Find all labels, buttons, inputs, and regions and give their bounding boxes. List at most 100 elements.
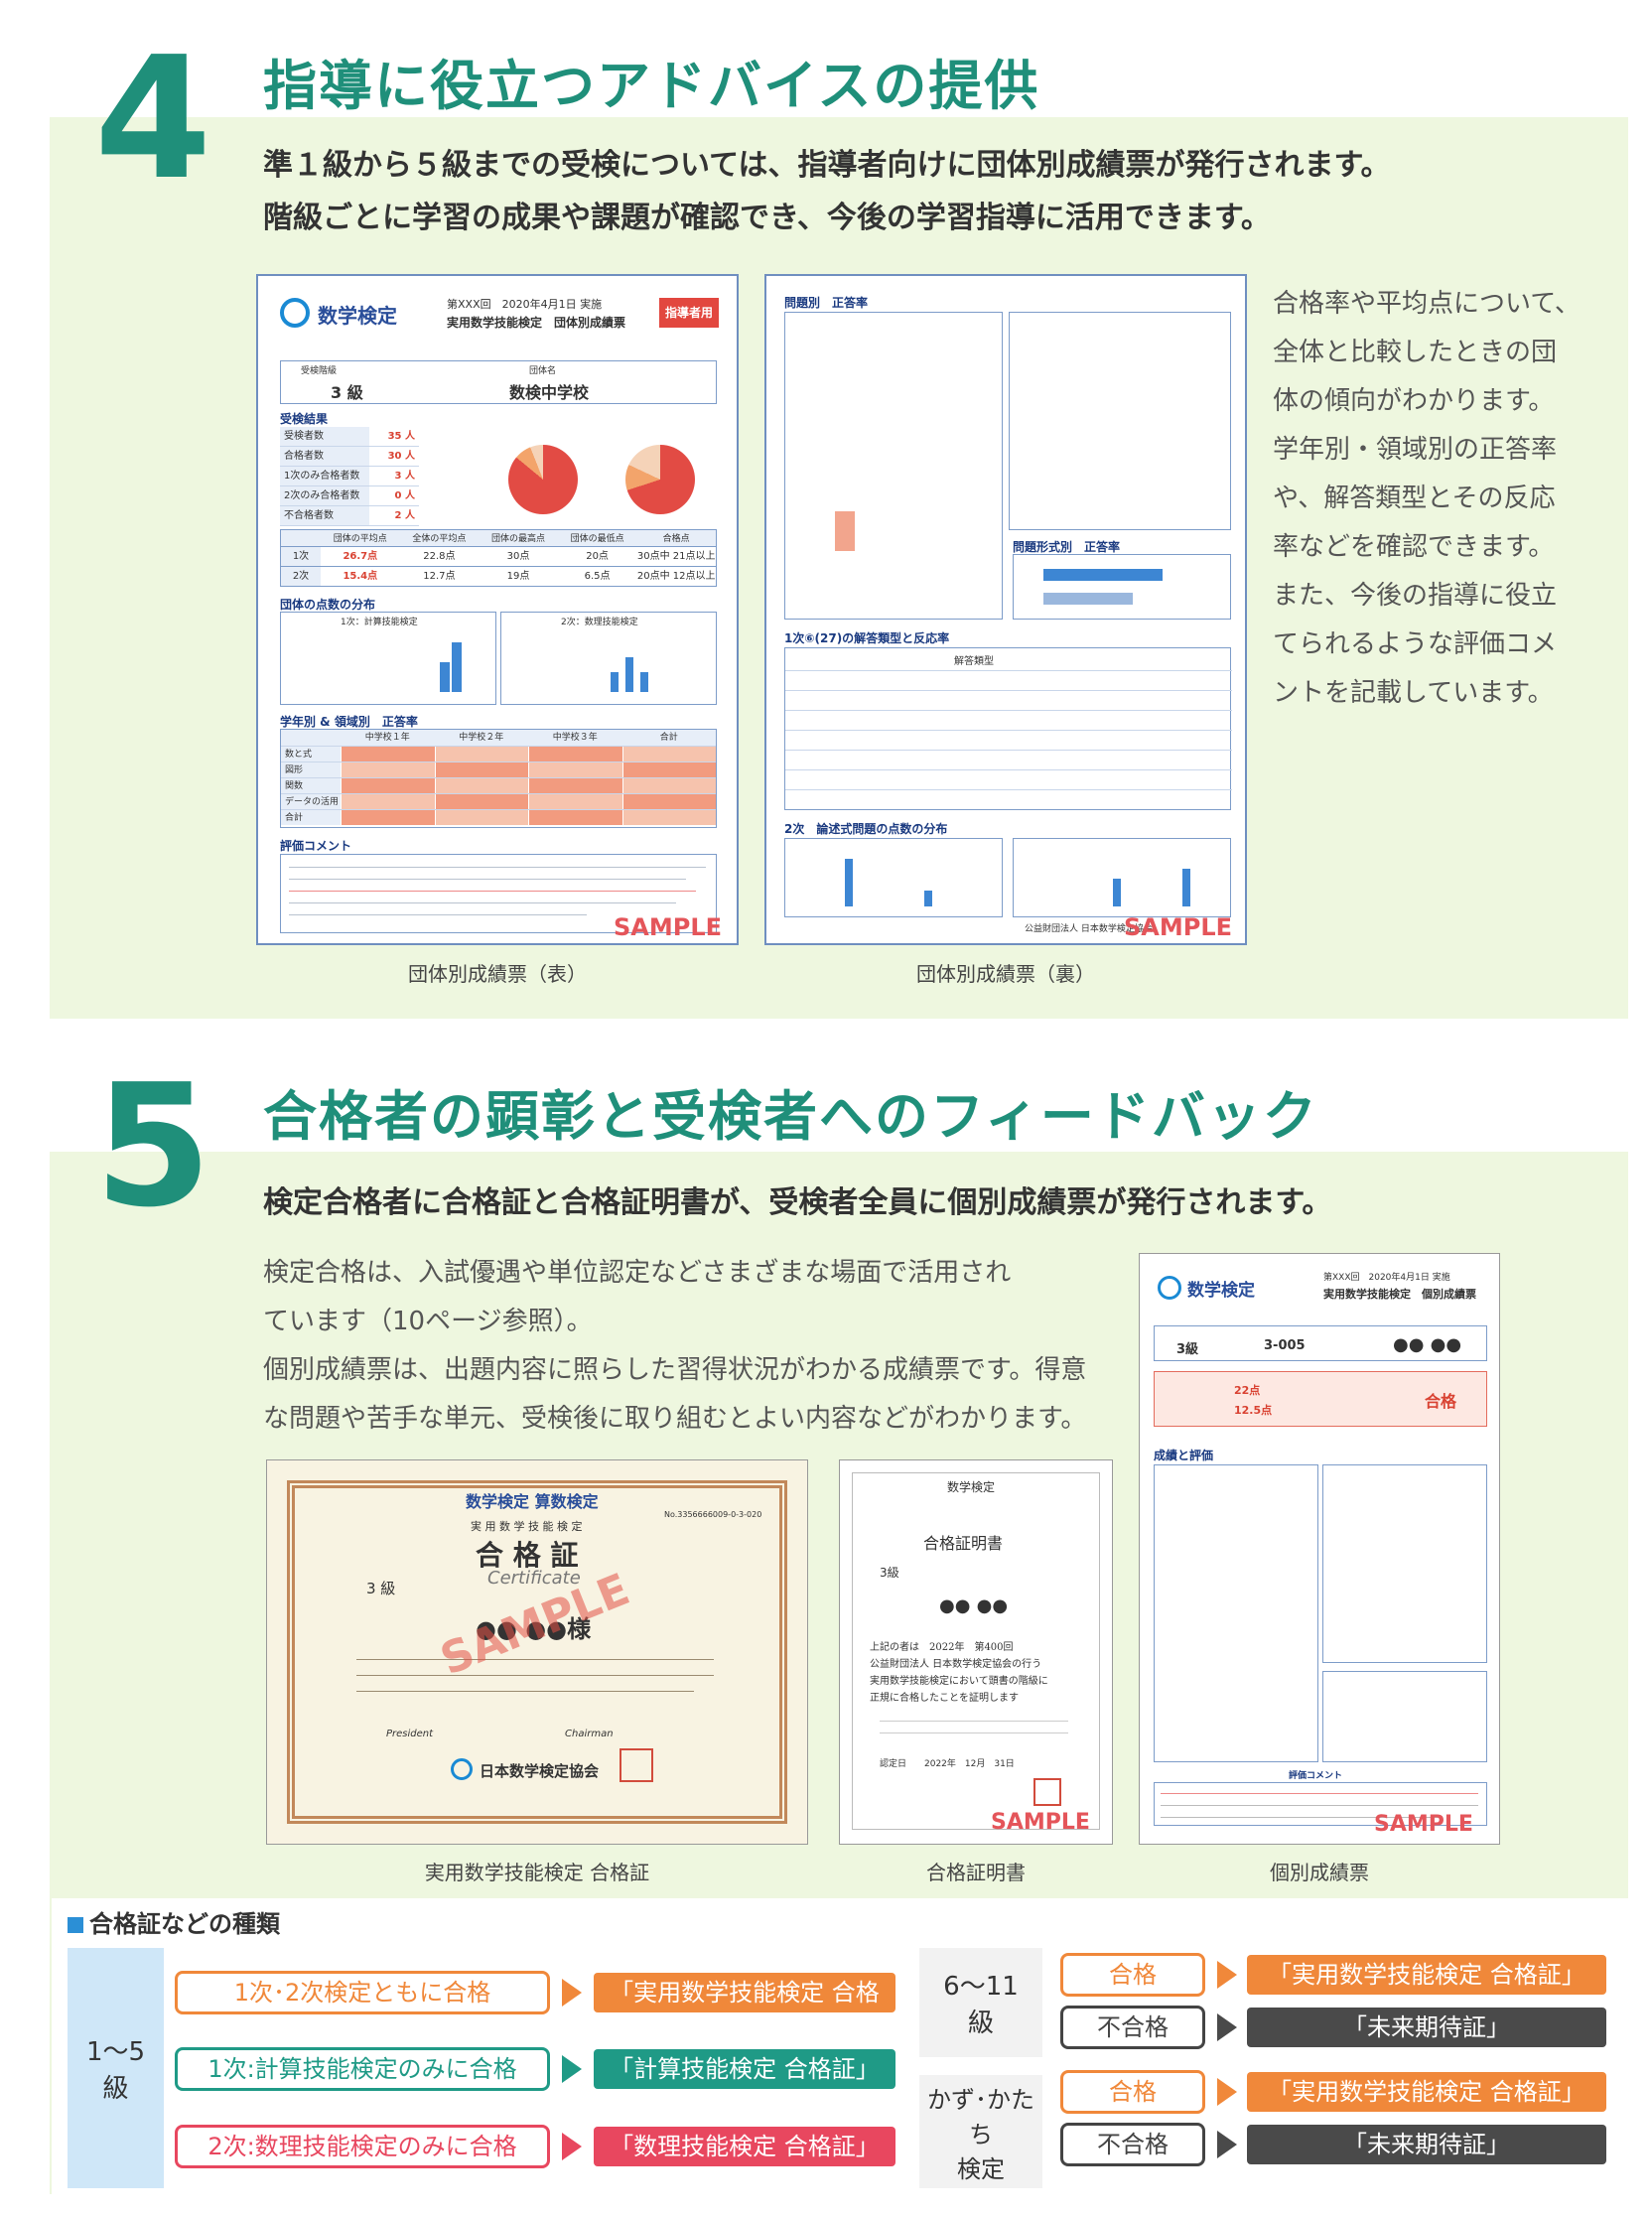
sample-mark-individual: SAMPLE (1374, 1812, 1473, 1837)
arrow-right-icon (1217, 2131, 1237, 2158)
certificate-number: No.3356666009-0-3-020 (664, 1510, 762, 1519)
grade-col-header: 中学校３年 (552, 733, 598, 743)
answer-row-line (785, 710, 1232, 711)
proof-seal-icon (1033, 1778, 1061, 1806)
certificate-grade: 3 級 (366, 1580, 396, 1597)
grade-row: 図形 (281, 762, 716, 777)
grade-col-header: 中学校２年 (459, 733, 504, 743)
grade-col-header: 中学校１年 (364, 733, 410, 743)
section4-title: 指導に役立つアドバイスの提供 (263, 55, 1040, 117)
comment-box (280, 854, 717, 933)
group-report-front: 数学検定 第XXX回 2020年4月1日 実施 実用数学技能検定 団体別成績票 … (256, 274, 739, 945)
proof-text: 上記の者は 2022年 第400回公益財団法人 日本数学検定協会の行う実用数学技… (870, 1639, 1088, 1707)
score-header: 全体の平均点 (412, 534, 467, 544)
result-label: 受検者数 (280, 427, 369, 446)
grade-cell (341, 762, 435, 777)
proof-border (852, 1472, 1100, 1830)
caption-individual: 個別成績票 (1270, 1861, 1369, 1884)
grade-cell (621, 747, 716, 762)
certificate-header: 数学検定 算数検定 (466, 1492, 599, 1511)
answer-row-line (785, 730, 1232, 731)
individual-report-image: 数学検定 第XXX回 2020年4月1日 実施 実用数学技能検定 個別成績票 3… (1139, 1253, 1500, 1845)
dist1-bar-b (452, 642, 462, 692)
caption-certificate: 実用数学技能検定 合格証 (424, 1861, 650, 1884)
arrow-right-icon (1217, 1961, 1237, 1989)
side-text-line: や、解答類型とその反応 (1273, 484, 1556, 513)
score-header: 合格点 (662, 534, 690, 544)
dist2-bar-a (611, 672, 619, 692)
logo-text: 数学検定 (318, 304, 397, 328)
dist2-bar-c (640, 672, 648, 692)
grade-cell (434, 747, 528, 762)
grade-cell (528, 762, 622, 777)
dist2-bar-b (625, 657, 633, 692)
results-heading: 受検結果 (280, 412, 329, 426)
grade-cell (528, 810, 622, 825)
side-text-line: 学年別・領域別の正答率 (1273, 435, 1558, 465)
essay-dist-heading: 2次 論述式問題の点数の分布 (784, 822, 948, 836)
score-cell: 20点 (586, 551, 609, 562)
certificate-image: 数学検定 算数検定 No.3356666009-0-3-020 実 用 数 学 … (266, 1459, 808, 1845)
certificate-president: President (386, 1729, 434, 1739)
grade-6-11: 6～11 級 (919, 1948, 1042, 2057)
score-cell: 30点 (506, 551, 530, 562)
score-header: 団体の最高点 (490, 534, 545, 544)
answer-type-heading: 1次⑥(27)の解答類型と反応率 (784, 631, 950, 645)
essay-dist-chart-1 (784, 838, 1003, 917)
pie-all (625, 445, 695, 514)
score-cell: 12.7点 (423, 571, 456, 582)
certificate-title: 合 格 証 (476, 1539, 579, 1572)
proof-grade: 3級 (880, 1566, 899, 1580)
certificate-name: ●● ●●様 (476, 1615, 592, 1643)
comment-heading: 評価コメント (280, 839, 352, 853)
section5-lead: 検定合格者に合格証と合格証明書が、受検者全員に個別成績票が発行されます。 (263, 1185, 1332, 1220)
arrow-right-icon (1217, 2013, 1237, 2041)
ind-area-chart (1322, 1671, 1487, 1762)
score-cell: 15.4点 (343, 571, 378, 582)
score-cell: 6.5点 (584, 571, 611, 582)
answer-row-line (785, 750, 1232, 751)
caption-front: 団体別成績票（表） (408, 962, 587, 986)
proof-text-line: 実用数学技能検定において頭書の階級に (870, 1676, 1048, 1687)
result-label: 2次のみ合格者数 (280, 486, 369, 505)
proof-image: 数学検定 合格証明書 3級 ●● ●● 上記の者は 2022年 第400回公益財… (839, 1459, 1113, 1845)
condition-pill: 不合格 (1060, 2123, 1205, 2166)
side-text-line: 体の傾向がわかります。 (1273, 386, 1555, 416)
section5-body-line: 個別成績票は、出題内容に照らした習得状況がわかる成績票です。得意 (263, 1355, 1087, 1385)
grade-row-label: データの活用 (281, 794, 341, 809)
arrow-right-icon (562, 2055, 582, 2083)
score-header: 団体の平均点 (333, 534, 387, 544)
proof-title: 合格証明書 (923, 1534, 1004, 1553)
grade-row: 数と式 (281, 746, 716, 762)
sample-mark-proof: SAMPLE (991, 1810, 1090, 1835)
ind-comment-box (1154, 1782, 1487, 1826)
arrow-right-icon (562, 1979, 582, 2007)
condition-pill: 不合格 (1060, 2006, 1205, 2049)
condition-pill: 合格 (1060, 2070, 1205, 2114)
dist1-bar-a (440, 662, 450, 692)
certificate-border (287, 1480, 787, 1824)
grade-row-label: 図形 (281, 762, 341, 777)
grade-box: 受検階級 3 級 団体名 数検中学校 (280, 360, 717, 404)
certificate-chairman: Chairman (565, 1729, 614, 1739)
distribution-chart-2: 2次：数理技能検定 (500, 612, 717, 705)
proof-text-line: 公益財団法人 日本数学検定協会の行う (870, 1659, 1042, 1670)
grade-cell (528, 778, 622, 793)
section4-side-text: 合格率や平均点について、全体と比較したときの団体の傾向がわかります。学年別・領域… (1273, 280, 1610, 718)
section5-body-line: 検定合格は、入試優遇や単位認定などさまざまな場面で活用され (263, 1258, 1012, 1288)
ind-score-box: 22点 12.5点 合格 (1154, 1371, 1487, 1427)
type-chart (1013, 554, 1231, 620)
teacher-badge: 指導者用 (659, 298, 719, 328)
grade-area-heading: 学年別 & 領域別 正答率 (280, 715, 418, 729)
score-cell: 20点中 12点以上 (636, 571, 716, 582)
by-question-heading: 問題別 正答率 (784, 296, 869, 310)
result-value: 2 人 (394, 510, 415, 521)
type-heading: 問題形式別 正答率 (1013, 540, 1121, 554)
answer-row-line (785, 690, 1232, 691)
score-row-label: 2次 (281, 567, 321, 586)
score-header-row: 団体の平均点全体の平均点団体の最高点団体の最低点合格点 (280, 529, 717, 547)
grade-cell (621, 810, 716, 825)
